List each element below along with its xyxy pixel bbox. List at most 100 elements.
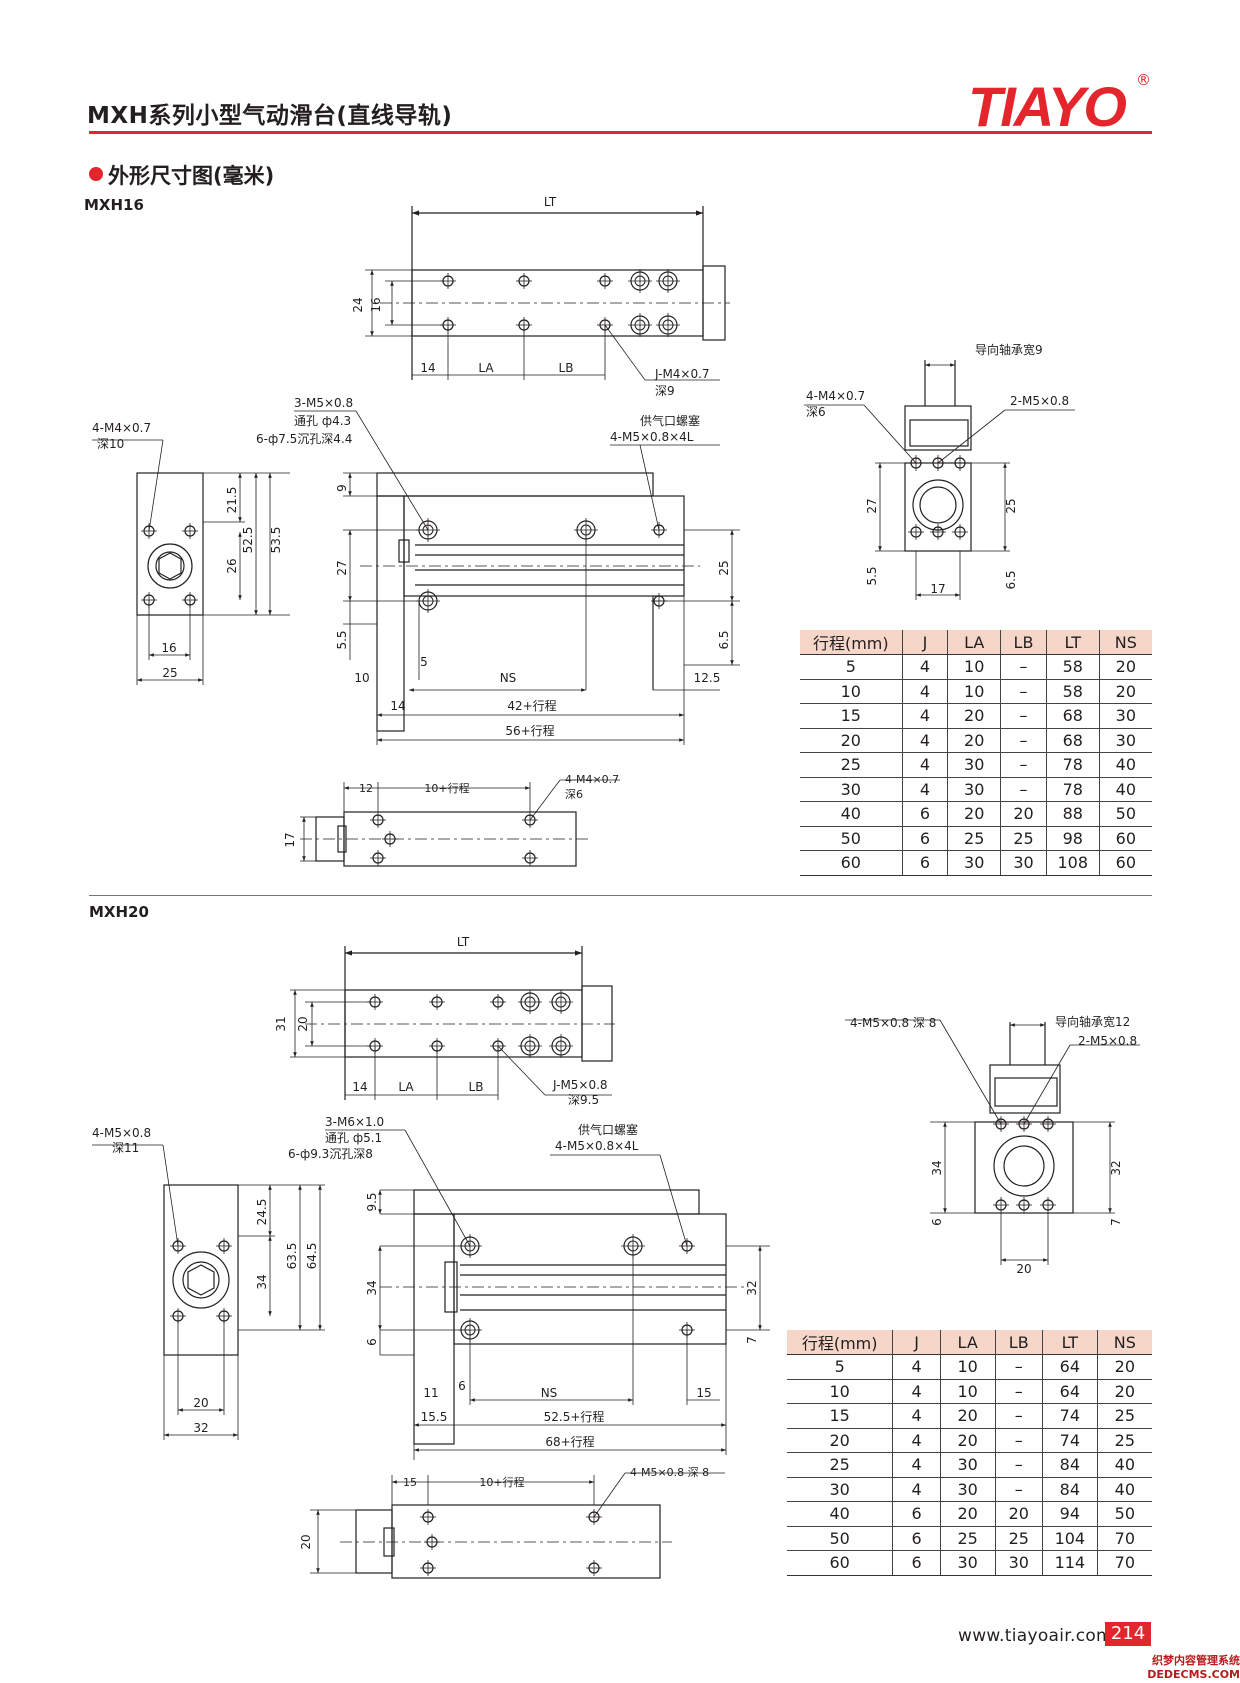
table-cell: 20 [947, 728, 1001, 753]
table-cell: 30 [947, 850, 1001, 876]
table-cell: 58 [1045, 679, 1100, 704]
table-cell: 30 [939, 1550, 996, 1576]
table-cell: 4 [901, 752, 948, 778]
table-cell: 30 [994, 1550, 1043, 1576]
note-guide: 导向轴承宽9 [975, 342, 1043, 357]
table-cell: 10 [939, 1354, 996, 1380]
dim-lb: LB [559, 361, 574, 375]
dim-lb: LB [469, 1080, 484, 1094]
dim-7s: 7 [745, 1336, 759, 1344]
table-cell: 20 [787, 1428, 893, 1453]
table-cell: 60 [787, 1550, 893, 1576]
table-cell: 40 [787, 1501, 893, 1527]
note-right-1b: 深6 [806, 405, 826, 419]
dim-9: 9 [335, 484, 349, 492]
dim-21-5: 21.5 [225, 487, 239, 514]
table-cell: 70 [1096, 1550, 1152, 1576]
table-cell: 30 [1000, 850, 1047, 876]
table-cell: 104 [1041, 1526, 1098, 1551]
table-cell: – [994, 1477, 1043, 1502]
column-header: LT [1041, 1330, 1098, 1355]
mxh16-side-view [294, 410, 740, 745]
dim-16b: 16 [161, 641, 176, 655]
mxh16-top-view [365, 206, 730, 381]
table-cell: – [1000, 654, 1047, 680]
note-side-4: 供气口螺塞 [640, 413, 700, 428]
dim-15s: 15 [696, 1386, 711, 1400]
table-cell: 20 [939, 1501, 996, 1527]
table-cell: 40 [1098, 752, 1152, 778]
dim-34r: 34 [930, 1160, 944, 1175]
table-cell: 30 [939, 1452, 996, 1478]
table-cell: 25 [1000, 826, 1047, 851]
dim-27r: 27 [865, 498, 879, 513]
note-end-depth: 深11 [112, 1141, 139, 1155]
dim-27: 27 [335, 560, 349, 575]
note-right-1: 4-M4×0.7 [806, 389, 865, 403]
table-cell: – [994, 1403, 1043, 1429]
dim-14: 14 [352, 1080, 367, 1094]
page-title: MXH系列小型气动滑台(直线导轨) [87, 103, 453, 129]
dim-10s: 10+行程 [424, 782, 469, 795]
column-header: 行程(mm) [800, 630, 903, 655]
dim-52-5: 52.5+行程 [544, 1409, 605, 1424]
column-header: LB [994, 1330, 1043, 1355]
table-cell: 78 [1045, 752, 1100, 778]
mxh16-drawings [92, 206, 1075, 867]
dim-16: 16 [369, 297, 383, 312]
table-cell: 30 [939, 1477, 996, 1502]
note-right-2: 2-M5×0.8 [1078, 1034, 1137, 1048]
table-cell: 30 [1098, 728, 1152, 753]
table-cell: 78 [1045, 777, 1100, 802]
dim-lt: LT [544, 195, 557, 209]
table-cell: 6 [892, 1526, 941, 1551]
table-cell: 40 [1096, 1452, 1152, 1478]
table-cell: 4 [892, 1354, 941, 1380]
mxh20-end-view [92, 1144, 325, 1440]
dim-5-5: 5.5 [335, 630, 349, 649]
model-label-mxh16: MXH16 [84, 196, 144, 214]
note-side-5: 4-M5×0.8×4L [610, 430, 694, 444]
dim-64-5: 64.5 [305, 1243, 319, 1270]
mxh16-right-view [804, 360, 1075, 600]
dim-34s: 34 [365, 1280, 379, 1295]
table-cell: 30 [787, 1477, 893, 1502]
table-cell: 4 [892, 1379, 941, 1404]
table-cell: 20 [1000, 801, 1047, 827]
dim-31: 31 [274, 1016, 288, 1031]
dim-25r: 25 [1004, 498, 1018, 513]
table-cell: 15 [787, 1403, 893, 1429]
footer-url: www.tiayoair.com [958, 1626, 1113, 1646]
table-cell: 20 [947, 703, 1001, 729]
note-end-depth: 深10 [97, 437, 124, 451]
note-right-1: 4-M5×0.8 深 8 [850, 1016, 936, 1030]
section-divider [89, 895, 1152, 896]
dim-6r: 6 [930, 1218, 944, 1226]
dim-12b: 12 [359, 782, 373, 795]
note-bottom: 4-M5×0.8 深 8 [630, 1466, 709, 1479]
table-cell: 20 [939, 1403, 996, 1429]
dim-7r: 7 [1109, 1218, 1123, 1226]
dim-14: 14 [420, 361, 435, 375]
dim-12-5: 12.5 [694, 671, 721, 685]
model-label-mxh20: MXH20 [89, 903, 149, 921]
note-bottom: 4-M4×0.7 [565, 773, 619, 786]
dim-25: 25 [162, 666, 177, 680]
table-cell: 6 [901, 826, 948, 851]
table-cell: 60 [1098, 850, 1152, 876]
note-j-depth: 深9.5 [568, 1093, 599, 1107]
dim-6s: 6 [365, 1338, 379, 1346]
table-cell: 10 [939, 1379, 996, 1404]
table-cell: 70 [1096, 1526, 1152, 1551]
table-cell: 10 [800, 679, 903, 704]
table-cell: 94 [1041, 1501, 1098, 1527]
